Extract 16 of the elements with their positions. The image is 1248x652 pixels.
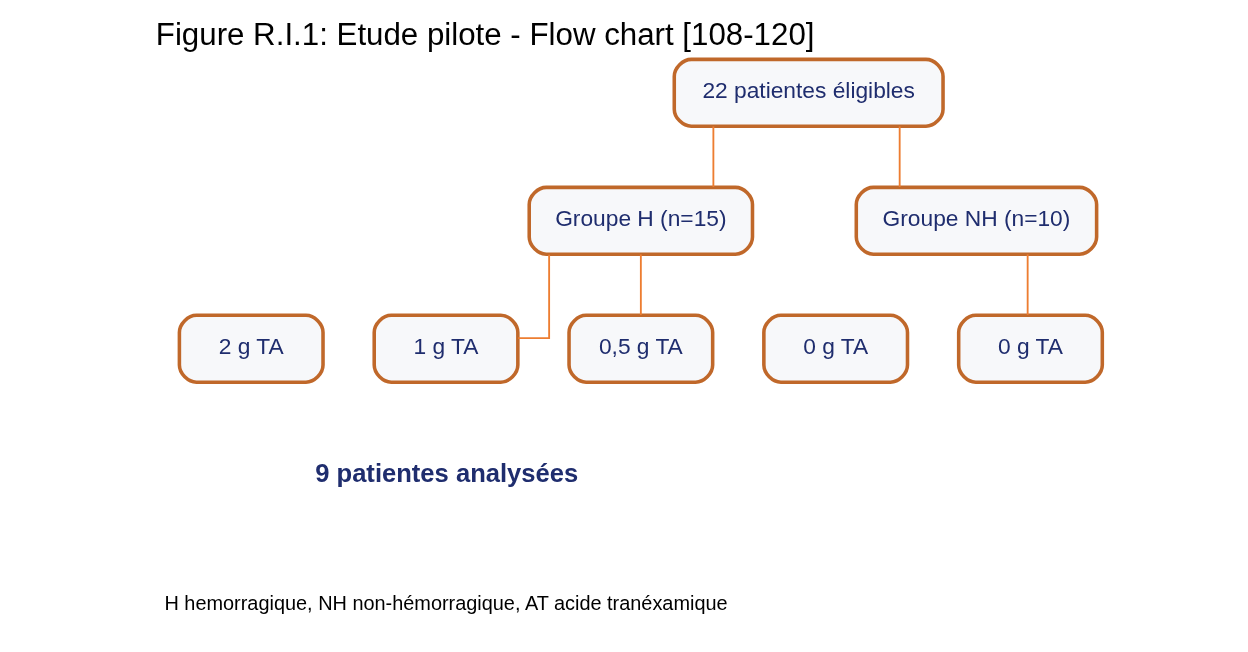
- label: H hemorragique, NH non-hémorragique, AT acide tranéxamique: [163, 591, 728, 614]
- node-box: 0,5 g TA: [566, 313, 714, 384]
- connector: [639, 253, 642, 316]
- node-box: 22 patientes éligibles: [672, 57, 945, 128]
- diagram-title: Figure R.I.1: Etude pilote - Flow chart [108-120]: [155, 16, 814, 52]
- label: 9 patientes analysées: [314, 458, 578, 487]
- connector: [711, 125, 714, 188]
- connector: [516, 253, 550, 339]
- connector: [898, 125, 901, 188]
- node-box: Groupe H (n=15): [526, 185, 754, 256]
- connector: [1026, 253, 1029, 316]
- node-box: 2 g TA: [177, 313, 325, 384]
- node-box: Groupe NH (n=10): [854, 185, 1098, 256]
- node-box: 1 g TA: [371, 313, 520, 384]
- node-box: 0 g TA: [956, 313, 1104, 384]
- node-box: 0 g TA: [761, 313, 909, 384]
